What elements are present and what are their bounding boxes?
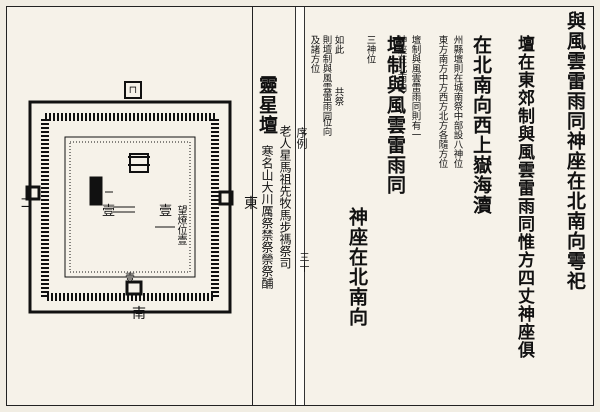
left-col-5: 三神位 xyxy=(364,35,376,64)
right-col-4: 壇制與風雲雷雨同 xyxy=(384,35,406,195)
left-col-9: 共祭 xyxy=(332,87,344,106)
left-col-6: 如此 xyxy=(332,35,344,54)
left-block-divider xyxy=(252,7,253,405)
right-small-2: 東方南方中方西方北方各隨方位 xyxy=(436,35,448,168)
altar-left-char: 壹 xyxy=(102,204,116,219)
east-label: 東 xyxy=(244,196,258,212)
left-heading: 靈星壇 xyxy=(256,75,278,135)
center-page-number: 三十 xyxy=(297,252,308,272)
right-small-1: 州縣壇則在城南祭中部設八神位 xyxy=(451,35,463,168)
altar-diagram: ⊓ xyxy=(25,81,234,314)
center-fold xyxy=(295,7,305,405)
right-col-5: 神座在北南向 xyxy=(346,207,368,327)
center-title: 序例 xyxy=(295,127,308,149)
west-marker: ⊐ xyxy=(20,195,32,211)
stair-label: 壹 xyxy=(125,273,135,284)
svg-text:⊓: ⊓ xyxy=(129,85,137,96)
right-col-2: 壇在東郊制與風雲雷雨同惟方四丈神座俱 xyxy=(514,35,534,359)
left-col-notes: 老人星馬祖先牧馬步禡祭司 xyxy=(278,125,292,269)
left-col-8: 及諸方位 xyxy=(308,35,320,73)
altar-right-char: 壹 xyxy=(159,204,173,219)
right-col-3: 在北南向西上嶽海瀆 xyxy=(470,35,492,215)
south-label: 南 xyxy=(132,306,146,322)
left-col-3: 壇制與風雲雷雨同則有一 xyxy=(409,35,421,140)
left-col-10: 位向 xyxy=(320,117,332,136)
right-col-1: 與風雲雷雨同神座在北南向雩祀 xyxy=(564,11,586,291)
left-col-7: 則壇制與風雲雷雨同 xyxy=(320,35,332,121)
left-col-2: 寒名山大川厲祭禁祭禜祭酺 xyxy=(260,145,274,289)
left-col-4: 神座在北南向 xyxy=(395,35,407,92)
book-spread: ⊓ 南 東 ⊐ 壹 壹 望燎位壹 壹 老人星馬祖先牧馬步禡祭司 靈星壇 寒名山大… xyxy=(6,6,594,406)
diagram-side-note: 望燎位壹 xyxy=(175,205,186,245)
